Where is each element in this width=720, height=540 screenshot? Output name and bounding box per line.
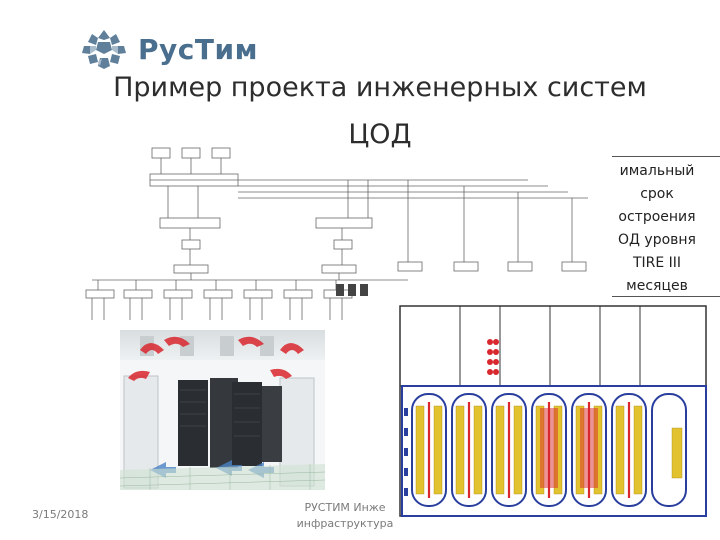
side-text-line: имальный	[619, 163, 695, 179]
side-text-line: срок	[640, 186, 674, 202]
slide-footer: РУСТИМ Инже инфраструктура	[284, 500, 406, 532]
input-box	[181, 147, 201, 159]
side-text-line: ОД уровня	[618, 232, 696, 248]
rack-rows	[411, 393, 687, 507]
side-rule-top	[612, 156, 720, 157]
power-schematic	[85, 147, 588, 320]
side-text-line: TIRE III	[632, 255, 682, 271]
side-text-block: имальный срок остроения ОД уровня TIRE I…	[594, 160, 720, 298]
input-box	[211, 147, 231, 159]
datacenter-floor-plan	[372, 298, 712, 520]
logo-ball-icon	[82, 30, 126, 69]
company-logo: РусТим	[78, 26, 258, 72]
side-rule-bottom	[612, 296, 720, 297]
input-box	[151, 147, 171, 159]
title-line-1: Пример проекта инженерных систем	[113, 72, 647, 103]
title-line-2: ЦОД	[348, 119, 412, 150]
slide-title: Пример проекта инженерных систем ЦОД	[60, 64, 700, 158]
side-text-line: остроения	[618, 209, 696, 225]
datacenter-3d-render	[120, 330, 325, 490]
footer-line-1: РУСТИМ Инже	[304, 501, 386, 514]
slide-date: 3/15/2018	[32, 508, 89, 521]
side-text-line: месяцев	[626, 278, 688, 294]
footer-line-2: инфраструктура	[296, 517, 394, 530]
logo-text: РусТим	[138, 32, 258, 66]
